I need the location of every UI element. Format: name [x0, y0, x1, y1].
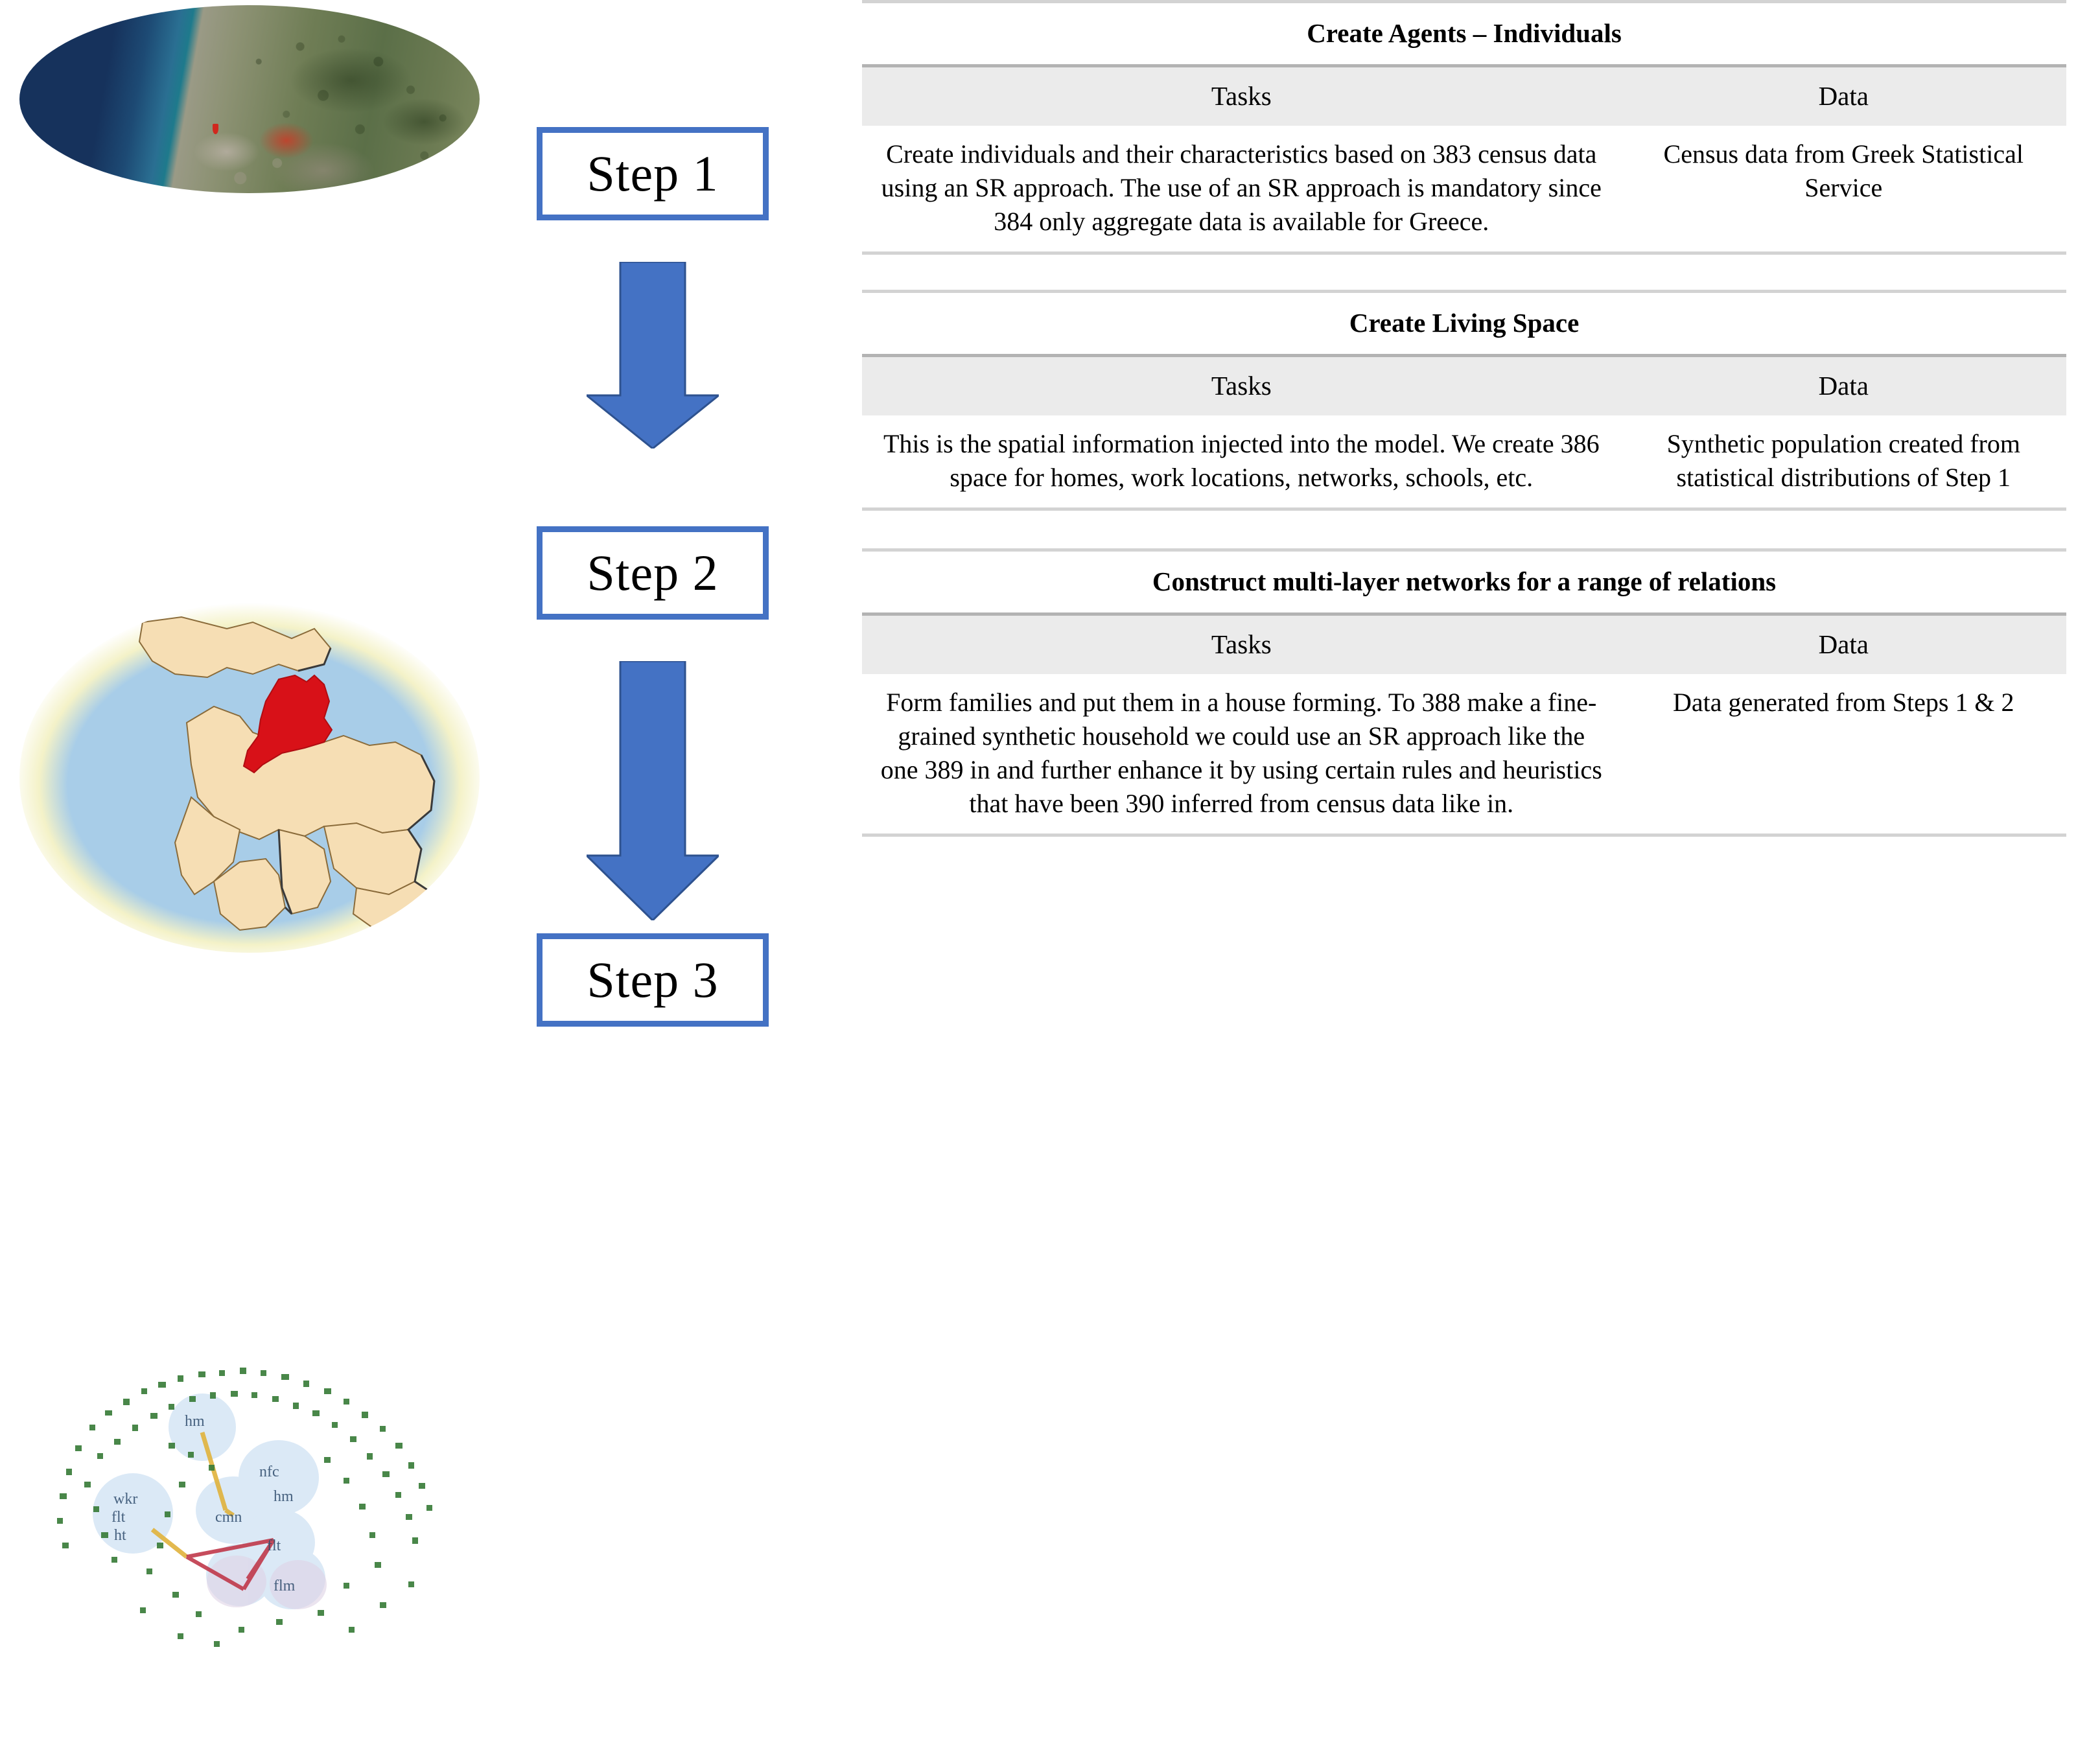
- table-title: Construct multi-layer networks for a ran…: [862, 548, 2066, 614]
- table-row: This is the spatial information injected…: [862, 415, 2066, 511]
- step-2-label: Step 2: [587, 544, 719, 601]
- administrative-map-figure: [19, 603, 480, 953]
- column-header-data: Data: [1620, 354, 2066, 415]
- cell-data: Synthetic population created from statis…: [1620, 415, 2066, 511]
- column-header-data: Data: [1620, 64, 2066, 126]
- svg-text:hm: hm: [185, 1413, 205, 1430]
- column-header-tasks: Tasks: [862, 612, 1621, 674]
- svg-text:flm: flm: [274, 1578, 296, 1594]
- step-3-box[interactable]: Step 3: [537, 933, 769, 1027]
- table-gap-1: [862, 255, 2066, 290]
- down-arrow-step2-to-step3: [587, 661, 719, 920]
- table-header-row: Tasks Data: [862, 64, 2066, 126]
- step-1-box[interactable]: Step 1: [537, 127, 769, 220]
- step-1-label: Step 1: [587, 145, 719, 202]
- cell-data: Data generated from Steps 1 & 2: [1620, 674, 2066, 837]
- svg-text:flt: flt: [267, 1537, 281, 1554]
- satellite-vegetation-texture: [19, 5, 480, 193]
- svg-text:wkr: wkr: [113, 1491, 137, 1508]
- table-row: Create individuals and their characteris…: [862, 126, 2066, 255]
- table-title-row: Construct multi-layer networks for a ran…: [862, 548, 2066, 614]
- cell-data: Census data from Greek Statistical Servi…: [1620, 126, 2066, 255]
- table-title-row: Create Agents – Individuals: [862, 0, 2066, 66]
- map-pin-icon: [213, 123, 219, 134]
- table-title: Create Agents – Individuals: [862, 0, 2066, 66]
- table-create-agents-individuals: Create Agents – Individuals Tasks Data C…: [862, 0, 2066, 255]
- map-regions: [19, 603, 480, 953]
- cell-tasks: Create individuals and their characteris…: [862, 126, 1621, 255]
- satellite-terrain: [19, 5, 480, 193]
- step-3-label: Step 3: [587, 951, 719, 1008]
- table-gap-2: [862, 511, 2066, 548]
- table-construct-multi-layer-networks: Construct multi-layer networks for a ran…: [862, 548, 2066, 837]
- network-graph-figure: wkr flt ht hm nfc hm cmn flt flm: [19, 1348, 480, 1737]
- table-row: Form families and put them in a house fo…: [862, 674, 2066, 837]
- column-header-tasks: Tasks: [862, 64, 1621, 126]
- step-2-box[interactable]: Step 2: [537, 526, 769, 620]
- table-title: Create Living Space: [862, 290, 2066, 356]
- network-canvas: wkr flt ht hm nfc hm cmn flt flm: [19, 1348, 480, 1737]
- satellite-map-figure: [19, 5, 480, 193]
- svg-text:cmn: cmn: [215, 1509, 242, 1526]
- svg-text:nfc: nfc: [259, 1463, 279, 1480]
- table-header-row: Tasks Data: [862, 354, 2066, 415]
- table-header-row: Tasks Data: [862, 612, 2066, 674]
- cell-tasks: Form families and put them in a house fo…: [862, 674, 1621, 837]
- process-tables: Create Agents – Individuals Tasks Data C…: [862, 0, 2066, 1211]
- svg-text:ht: ht: [114, 1527, 126, 1544]
- column-header-data: Data: [1620, 612, 2066, 674]
- cell-tasks: This is the spatial information injected…: [862, 415, 1621, 511]
- svg-text:hm: hm: [274, 1488, 294, 1505]
- table-create-living-space: Create Living Space Tasks Data This is t…: [862, 290, 2066, 511]
- down-arrow-step1-to-step2: [587, 262, 719, 449]
- column-header-tasks: Tasks: [862, 354, 1621, 415]
- svg-text:flt: flt: [111, 1509, 126, 1526]
- table-title-row: Create Living Space: [862, 290, 2066, 356]
